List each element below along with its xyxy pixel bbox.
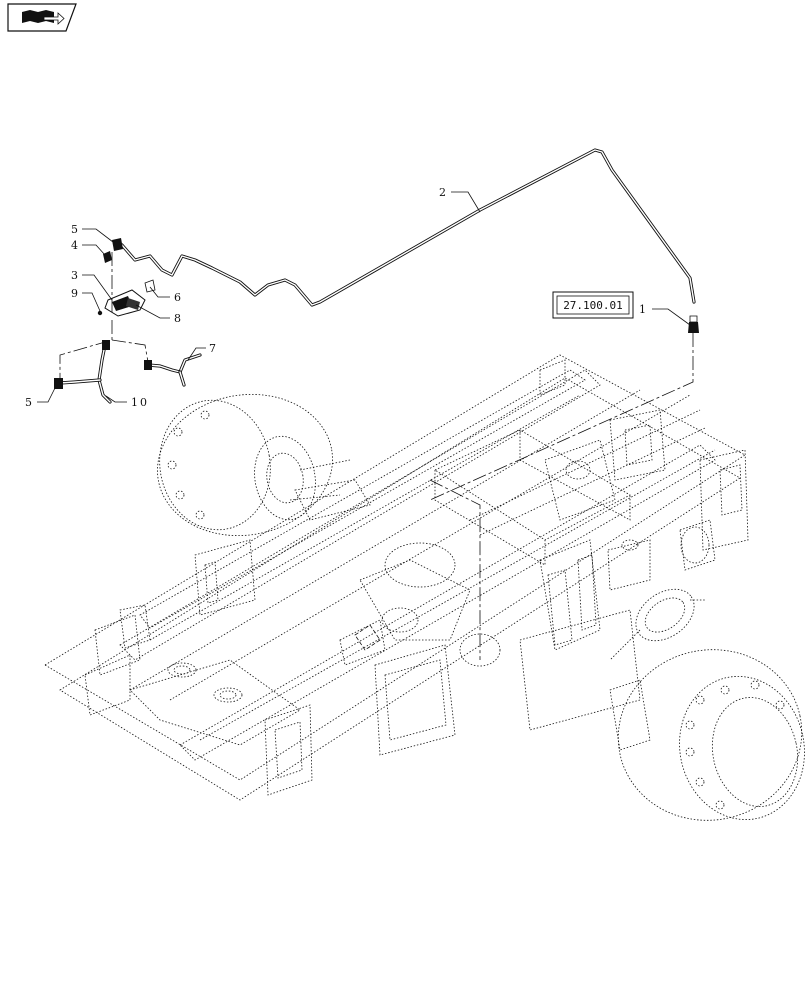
callout-6: 6 <box>174 291 181 304</box>
chassis-frame <box>44 354 749 801</box>
callout-5-top: 5 <box>71 223 78 236</box>
callout-2: 2 <box>439 186 446 199</box>
fitting-part-5-top <box>112 238 123 251</box>
book-arrow-icon <box>22 10 65 25</box>
brake-tube-assembly <box>54 148 699 404</box>
callout-leaders <box>37 191 691 403</box>
book-nav-button[interactable] <box>7 3 77 32</box>
callout-4: 4 <box>71 239 78 252</box>
callout-labels: 1 2 3 4 5 5 6 7 8 9 10 <box>25 186 646 409</box>
callout-10: 10 <box>131 396 149 409</box>
tee-fitting <box>97 289 146 317</box>
tube-fitting <box>688 315 699 333</box>
callout-3: 3 <box>71 269 78 282</box>
fitting-part-4 <box>103 251 112 263</box>
reference-label: 27.100.01 <box>563 299 623 312</box>
front-wheel-hub <box>157 393 371 537</box>
callout-7: 7 <box>209 342 216 355</box>
reference-box[interactable]: 27.100.01 <box>552 291 634 319</box>
callout-1: 1 <box>639 303 646 316</box>
fitting-part-6 <box>144 279 156 293</box>
callout-9: 9 <box>71 287 78 300</box>
callout-8: 8 <box>174 312 181 325</box>
frame-clip <box>354 624 381 651</box>
callout-5-bottom: 5 <box>25 396 32 409</box>
rear-wheel-hub <box>609 649 805 821</box>
centerlines <box>59 252 694 660</box>
